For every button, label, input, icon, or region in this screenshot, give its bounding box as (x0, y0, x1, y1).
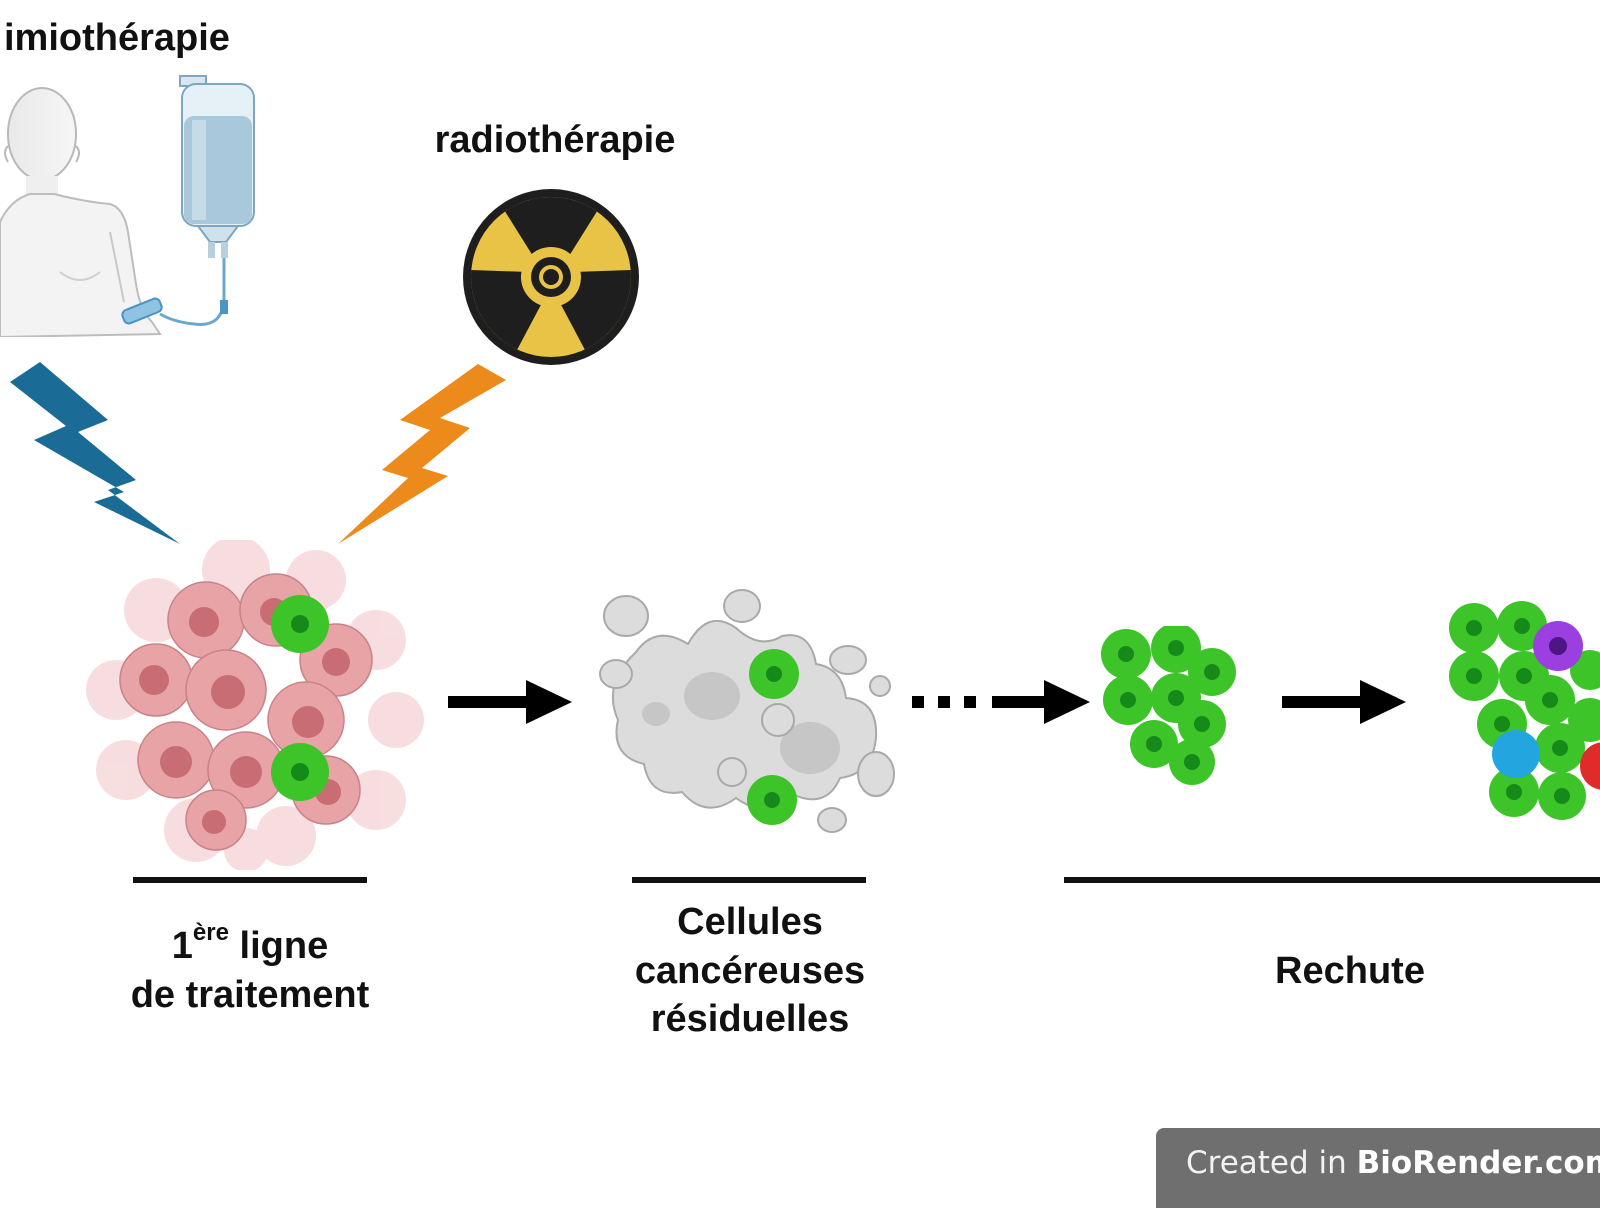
radio-label: radiothérapie (434, 119, 676, 161)
first-line-rest: ligne (228, 925, 329, 967)
arrow-right-icon (448, 680, 572, 724)
relapse-label: Rechute (1275, 950, 1425, 992)
underline-relapse (1064, 877, 1600, 883)
first-line-label: 1ère ligne de traitement (90, 919, 410, 1019)
residual-label: Cellules cancéreuses résiduelles (590, 898, 910, 1044)
watermark-brand: BioRender.com (1356, 1145, 1600, 1181)
residual-line3: résiduelles (650, 998, 850, 1041)
watermark-prefix: Created in (1186, 1145, 1357, 1181)
dotted-arrow-right-icon (912, 680, 1090, 724)
resistant-cell (271, 595, 329, 801)
underline-first-line (133, 877, 367, 883)
lightning-bolt-icon-chemo (10, 362, 180, 544)
patient-silhouette-icon (0, 87, 162, 337)
first-line-sup: ère (192, 919, 229, 946)
arrow-right-icon (1282, 680, 1406, 724)
residual-line1: Cellules (677, 901, 823, 943)
chemo-label: imiothérapie (4, 17, 230, 59)
tumor-cluster (86, 540, 424, 870)
iv-bag-icon (121, 75, 255, 326)
first-line-second: de traitement (130, 973, 370, 1016)
lightning-bolt-icon-radio (338, 364, 506, 544)
relapse-cluster (1449, 601, 1600, 820)
residual-line2: cancéreuses (634, 949, 866, 992)
first-line-number: 1 (171, 925, 193, 967)
regrowth-cluster (1101, 626, 1236, 785)
residual-cells-cluster (599, 589, 895, 833)
underline-residual (632, 877, 866, 883)
radiation-trefoil-icon (460, 189, 642, 365)
biorender-watermark: Created in BioRender.com (1156, 1128, 1600, 1208)
